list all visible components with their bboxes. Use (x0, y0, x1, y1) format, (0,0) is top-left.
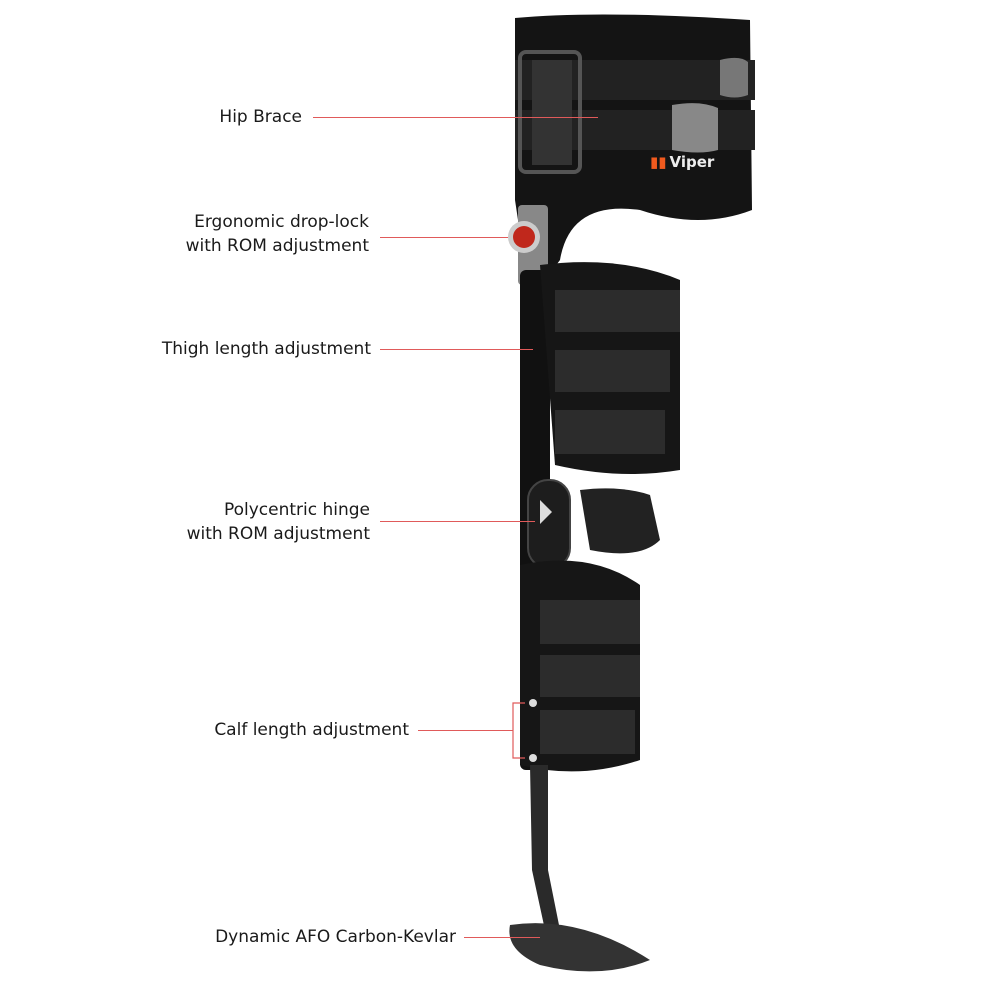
callout-hip-brace: Hip Brace (219, 107, 302, 127)
thigh-strap (555, 350, 670, 392)
thigh-strap (555, 410, 665, 454)
thigh-strap (555, 290, 680, 332)
leader-line (380, 521, 535, 522)
afo-footplate (509, 923, 650, 972)
leader-line (380, 349, 533, 350)
leader-line (464, 937, 540, 938)
viper-logo: ▮▮Viper (650, 153, 715, 171)
leader-line (380, 237, 508, 238)
callout-thigh-length: Thigh length adjustment (161, 339, 371, 359)
callout-calf-length: Calf length adjustment (214, 720, 409, 740)
leader-line (313, 117, 598, 118)
callout-afo: Dynamic AFO Carbon-Kevlar (215, 927, 456, 947)
calf-strap (540, 710, 635, 754)
calf-strap (540, 655, 640, 697)
calf-bracket (512, 702, 525, 759)
afo-strut (530, 765, 560, 930)
calf-strap (540, 600, 640, 644)
polycentric-hinge (527, 479, 571, 569)
leader-line (418, 730, 513, 731)
